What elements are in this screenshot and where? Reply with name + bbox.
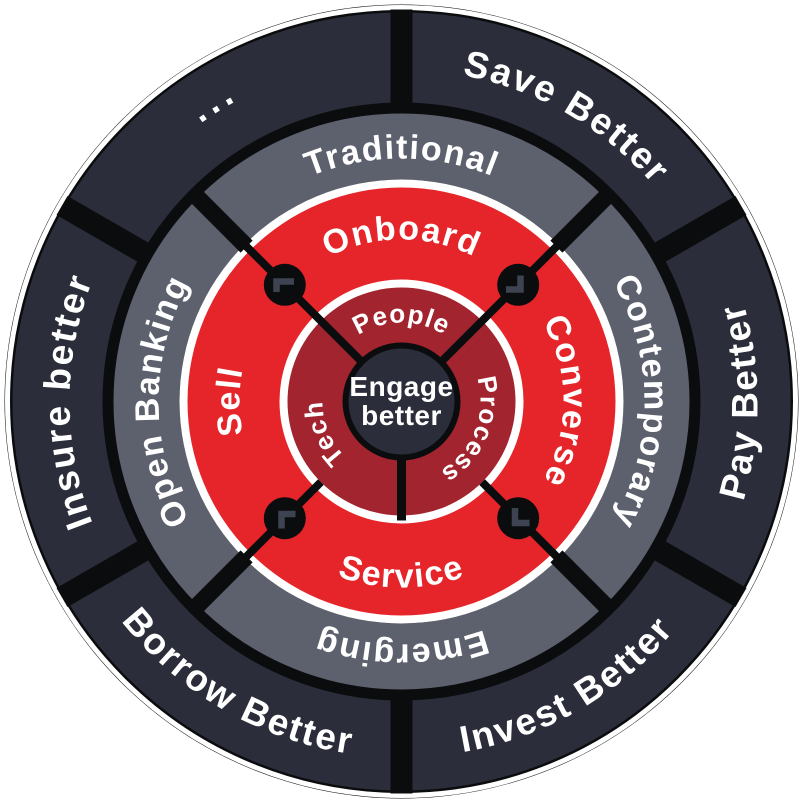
rotation-node-southwest [263, 497, 306, 540]
corner-arrow-icon [273, 278, 294, 292]
banking-ring-dividers [188, 188, 615, 615]
label-text: Sell [209, 363, 249, 438]
divider-upper-left [56, 195, 151, 264]
divider-lower-left [56, 539, 151, 608]
spoke-northwest [241, 241, 365, 365]
center-label-line1: Engage [349, 371, 453, 402]
center-circle [348, 348, 455, 455]
center-label-line2: better [361, 400, 442, 431]
divider-lower-right [652, 539, 747, 608]
rotation-node-northeast [497, 263, 540, 306]
rotation-node-southeast [497, 497, 540, 540]
corner-arrow-icon [506, 275, 524, 293]
banking-divider-southeast [550, 550, 615, 615]
spoke-northeast [438, 241, 562, 365]
divider-upper-right [652, 195, 747, 264]
rotation-node-northwest [263, 263, 306, 306]
banking-divider-southwest [188, 550, 253, 615]
engagement-label-sell: Sell [209, 363, 250, 438]
banking-divider-northeast [550, 188, 615, 253]
center-label: Engage better [349, 371, 453, 431]
node-circle [263, 497, 306, 540]
outer-white-border [5, 5, 798, 798]
banking-divider-northwest [188, 188, 253, 253]
corner-arrow-icon [278, 510, 296, 529]
outcomes-ring-dividers [56, 9, 747, 794]
node-circle [263, 263, 306, 306]
corner-arrow-icon [511, 508, 530, 527]
rotation-nodes [263, 263, 540, 540]
banking-ring [113, 113, 690, 690]
